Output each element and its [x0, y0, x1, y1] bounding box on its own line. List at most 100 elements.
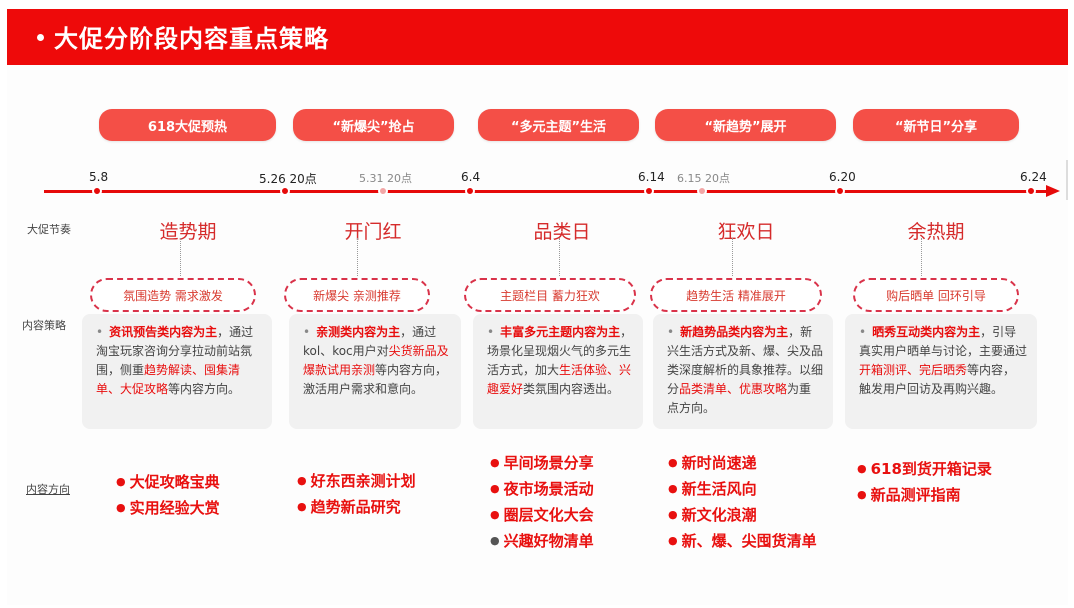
- direction-list: ●大促攻略宝典 ●实用经验大赏: [116, 470, 220, 522]
- strategy-tag: 趋势生活 精准展开: [650, 278, 822, 312]
- card-text: ，通过kol、koc用户对: [303, 325, 437, 358]
- direction-text: 好东西亲测计划: [310, 472, 416, 490]
- bullet-icon: ●: [668, 456, 678, 469]
- timeline-dot: [465, 186, 475, 196]
- phase-label: 618大促预热: [147, 119, 228, 135]
- card-text: ，通过淘宝玩家咨询分享拉动前站氛围，侧重: [96, 325, 254, 377]
- direction-item: ●实用经验大赏: [116, 496, 220, 522]
- card-highlight: 尖货新品及爆款试用亲测: [303, 344, 449, 377]
- direction-text: 圈层文化大会: [503, 506, 594, 524]
- card-text: 为重点方向。: [667, 382, 812, 415]
- direction-item: ●新、爆、尖囤货清单: [668, 529, 817, 555]
- bullet-icon: ●: [490, 482, 500, 495]
- timeline-line: [44, 190, 1050, 193]
- strategy-tag-text: 趋势生活 精准展开: [686, 288, 786, 303]
- connector-line: [180, 238, 181, 276]
- timeline-dot-light: [697, 186, 707, 196]
- phase-pill-preheat: 618大促预热: [99, 109, 276, 141]
- timeline-date: 5.31 20点: [359, 172, 412, 185]
- card-highlight: 品类清单、优惠攻略: [679, 382, 788, 396]
- direction-item: ●新品测评指南: [857, 483, 992, 509]
- strategy-tag-text: 氛围造势 需求激发: [123, 288, 223, 303]
- connector-line: [732, 238, 733, 276]
- phase-pill-multi-theme: “多元主题”生活: [478, 109, 639, 141]
- card-text: ，场景化呈现烟火气的多元生活方式，加大: [487, 325, 633, 377]
- card-lead: 丰富多元主题内容为主: [500, 325, 621, 339]
- divider: [1066, 160, 1068, 200]
- rhythm-heading: 狂欢日: [717, 221, 775, 243]
- direction-text: 618到货开箱记录: [870, 460, 992, 478]
- strategy-tag-text: 主题栏目 蓄力狂欢: [500, 288, 600, 303]
- direction-item: ●618到货开箱记录: [857, 457, 992, 483]
- rhythm-heading: 品类日: [533, 221, 591, 243]
- bullet-icon: ●: [490, 508, 500, 521]
- card-text: 等内容方向。: [168, 382, 241, 396]
- card-text: 等内容方向，激活用户需求和意向。: [303, 363, 448, 396]
- direction-item: ●兴趣好物清单: [490, 529, 594, 555]
- bullet-icon: [37, 33, 44, 41]
- page-title: 大促分阶段内容重点策略: [37, 19, 329, 54]
- connector-line: [357, 238, 358, 276]
- strategy-tag: 新爆尖 亲测推荐: [284, 278, 430, 312]
- direction-item: ●新生活风向: [668, 477, 817, 503]
- row-label-direction: 内容方向: [26, 483, 70, 496]
- connector-line: [921, 238, 922, 276]
- card-text: 类氛围内容透出。: [523, 382, 620, 396]
- direction-item: ●趋势新品研究: [297, 495, 416, 521]
- bullet-icon: ●: [297, 474, 307, 487]
- bullet-icon: ●: [857, 462, 867, 475]
- strategy-card: • 新趋势品类内容为主，新兴生活方式及新、爆、尖及品类深度解析的具象推荐。以细分品…: [653, 314, 833, 429]
- direction-text: 新时尚速递: [681, 454, 757, 472]
- timeline-date: 6.14: [638, 170, 665, 184]
- header-banner: 大促分阶段内容重点策略: [7, 9, 1068, 65]
- phase-pill-new-hot: “新爆尖”抢占: [293, 109, 454, 141]
- rhythm-heading: 造势期: [159, 221, 217, 243]
- phase-label: “新爆尖”抢占: [332, 119, 415, 135]
- timeline-date: 6.15 20点: [677, 172, 730, 185]
- phase-label: “新趋势”展开: [704, 119, 787, 135]
- timeline-date: 6.20: [829, 170, 856, 184]
- page-title-text: 大促分阶段内容重点策略: [54, 25, 329, 53]
- card-text: ，引导真实用户晒单与讨论，主要通过: [859, 325, 1028, 358]
- timeline-dot: [280, 186, 290, 196]
- card-text: ，新兴生活方式及新、爆、尖及品类深度解析的具象推荐。以细分: [667, 325, 824, 396]
- timeline-dot: [1026, 186, 1036, 196]
- phase-label: “多元主题”生活: [510, 119, 607, 135]
- card-highlight: 开箱测评、完后晒秀: [859, 363, 968, 377]
- direction-item: ●圈层文化大会: [490, 503, 594, 529]
- direction-text: 夜市场景活动: [503, 480, 594, 498]
- direction-item: ●大促攻略宝典: [116, 470, 220, 496]
- bullet-icon: •: [303, 325, 311, 339]
- strategy-tag: 主题栏目 蓄力狂欢: [464, 278, 636, 312]
- direction-item: ●早间场景分享: [490, 451, 594, 477]
- bullet-icon: •: [667, 325, 675, 339]
- timeline-dot: [92, 186, 102, 196]
- row-label-rhythm: 大促节奏: [27, 223, 71, 236]
- strategy-card: •亲测类内容为主，通过kol、koc用户对尖货新品及爆款试用亲测等内容方向，激活…: [289, 314, 461, 429]
- rhythm-heading: 开门红: [344, 221, 402, 243]
- timeline-date: 6.4: [461, 170, 481, 184]
- rhythm-heading: 余热期: [907, 221, 965, 243]
- direction-text: 早间场景分享: [503, 454, 594, 472]
- direction-text: 新文化浪潮: [681, 506, 757, 524]
- timeline-date: 5.8: [89, 170, 109, 184]
- card-text: 等内容，触发用户回访及再购兴趣。: [859, 363, 1016, 396]
- arrow-right-icon: [1046, 185, 1060, 197]
- phase-pill-new-trend: “新趋势”展开: [655, 109, 836, 141]
- strategy-card: •资讯预告类内容为主，通过淘宝玩家咨询分享拉动前站氛围，侧重趋势解读、囤集清单、…: [82, 314, 272, 429]
- card-lead: 晒秀互动类内容为主: [872, 325, 981, 339]
- card-lead: 新趋势品类内容为主: [680, 325, 789, 339]
- direction-list: ●新时尚速递 ●新生活风向 ●新文化浪潮 ●新、爆、尖囤货清单: [668, 451, 817, 555]
- connector-line: [559, 238, 560, 276]
- strategy-tag: 购后晒单 回环引导: [853, 278, 1019, 312]
- bullet-icon: ●: [668, 482, 678, 495]
- direction-item: ●新时尚速递: [668, 451, 817, 477]
- strategy-tag-text: 新爆尖 亲测推荐: [313, 288, 401, 303]
- bullet-icon: ●: [668, 508, 678, 521]
- strategy-tag-text: 购后晒单 回环引导: [886, 288, 986, 303]
- card-highlight: 趋势解读、囤集清单、大促攻略: [96, 363, 241, 396]
- bullet-icon: •: [96, 325, 104, 339]
- timeline-date: 6.24: [1020, 170, 1047, 184]
- phase-pill-new-festival: “新节日”分享: [853, 109, 1019, 141]
- direction-text: 趋势新品研究: [310, 498, 401, 516]
